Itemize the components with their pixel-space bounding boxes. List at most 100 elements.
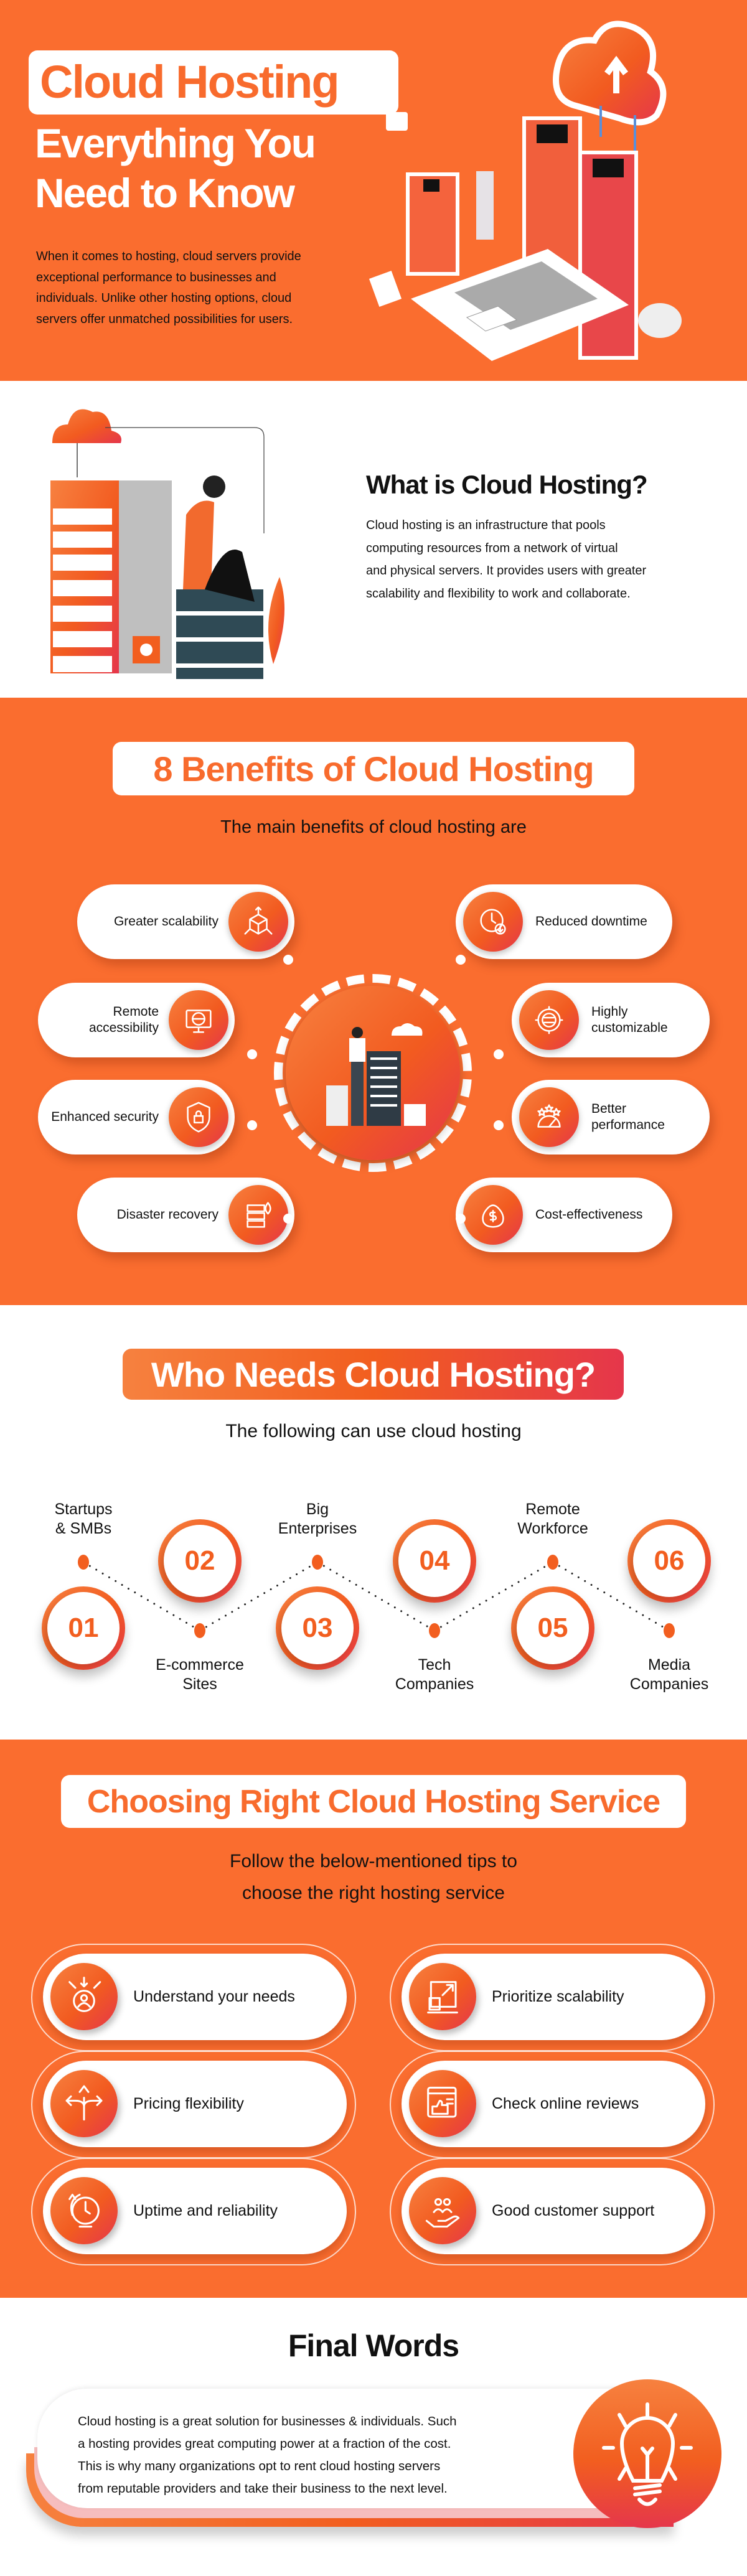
- dotted-connector: [316, 1561, 436, 1632]
- who-label-line: Startups: [54, 1501, 113, 1518]
- benefit-label-text: Cost-effectiveness: [535, 1207, 643, 1222]
- who-dot: [664, 1623, 675, 1638]
- benefit-icon-badge: [228, 1185, 288, 1245]
- who-label-line: Companies: [395, 1675, 474, 1693]
- what-is-line: scalability and flexibility to work and …: [366, 586, 631, 601]
- connector-dot: [247, 1049, 257, 1059]
- chat-bubble-icon: [386, 112, 408, 131]
- disk-icon: [638, 303, 682, 338]
- who-label: Startups & SMBs: [21, 1500, 146, 1539]
- final-line: Cloud hosting is a great solution for bu…: [78, 2414, 457, 2428]
- final-line: from reputable providers and take their …: [78, 2481, 448, 2496]
- hand-people-icon: [425, 2198, 460, 2228]
- who-label-line: & SMBs: [55, 1520, 112, 1538]
- choosing-subheading: Follow the below-mentioned tips to choos…: [0, 1845, 747, 1909]
- connector-dot: [456, 1214, 466, 1224]
- benefit-pill: Highly customizable: [512, 983, 710, 1057]
- hero-section: Cloud Hosting Everything You Need to Kno…: [0, 0, 747, 381]
- benefit-icon-badge: [519, 1087, 579, 1147]
- benefit-label-text: Better performance: [591, 1101, 665, 1132]
- benefit-pill: Remote accessibility: [38, 983, 235, 1057]
- gauge-stars-icon: [537, 1104, 561, 1128]
- benefit-label: Enhanced security: [49, 1080, 159, 1155]
- laptop-icon: [411, 249, 629, 361]
- tip-label: Check online reviews: [492, 2095, 639, 2112]
- who-number: 02: [164, 1525, 236, 1597]
- benefit-label-text: Remote accessibility: [88, 1004, 159, 1035]
- benefit-label-text: Disaster recovery: [116, 1207, 218, 1222]
- what-is-section: What is Cloud Hosting? Cloud hosting is …: [0, 381, 747, 698]
- cloud-upload-icon: [553, 21, 667, 152]
- benefit-icon-badge: [169, 1087, 228, 1147]
- server-admin-illustration: [326, 1023, 426, 1126]
- small-server-icon: [406, 172, 459, 276]
- benefits-section: 8 Benefits of Cloud Hosting The main ben…: [0, 698, 747, 1305]
- benefit-label: Remote accessibility: [49, 983, 159, 1057]
- benefit-pill: Greater scalability: [77, 884, 294, 959]
- tip-label: Good customer support: [492, 2202, 655, 2219]
- what-is-heading: What is Cloud Hosting?: [366, 470, 648, 499]
- who-label-line: Sites: [182, 1675, 217, 1693]
- tip-icon-badge: [409, 1963, 476, 2030]
- final-card: Cloud hosting is a great solution for bu…: [37, 2389, 635, 2508]
- who-number: 06: [633, 1525, 705, 1597]
- globe-monitor-icon: [186, 1009, 212, 1033]
- who-dot: [78, 1555, 89, 1570]
- final-heading: Final Words: [288, 2328, 459, 2363]
- lightbulb-badge: [573, 2379, 721, 2528]
- hero-intro: When it comes to hosting, cloud servers …: [36, 246, 301, 330]
- connector-dot: [283, 955, 293, 965]
- hero-intro-line: When it comes to hosting, cloud servers …: [36, 250, 301, 263]
- connector-dot: [283, 1214, 293, 1224]
- who-label-line: Tech: [418, 1656, 451, 1674]
- hero-subtitle-line2: Need to Know: [35, 170, 295, 216]
- tip-card: Uptime and reliability: [43, 2168, 347, 2254]
- who-label-line: Media: [647, 1656, 691, 1674]
- what-is-line: computing resources from a network of vi…: [366, 541, 618, 555]
- benefit-label-text: Enhanced security: [51, 1109, 159, 1124]
- connector-dot: [456, 955, 466, 965]
- benefit-icon-badge: [463, 1185, 523, 1245]
- who-label-line: Enterprises: [278, 1520, 357, 1538]
- who-number-circle: 05: [511, 1586, 594, 1670]
- benefit-icon-badge: [169, 990, 228, 1050]
- mail-icon: [369, 270, 402, 307]
- who-number-circle: 06: [627, 1519, 711, 1603]
- what-is-line: Cloud hosting is an infrastructure that …: [366, 518, 606, 532]
- benefit-label: Better performance: [591, 1080, 699, 1155]
- who-label-line: Remote: [525, 1501, 580, 1518]
- benefits-hub-circle: [286, 986, 460, 1160]
- choosing-section: Choosing Right Cloud Hosting Service Fol…: [0, 1740, 747, 2298]
- dotted-connector: [433, 1561, 554, 1632]
- who-needs-title-box: Who Needs Cloud Hosting?: [123, 1349, 624, 1400]
- stopwatch-icon: [68, 2193, 100, 2228]
- user-target-icon: [68, 1977, 101, 2012]
- zigzag-connector: [78, 1555, 675, 1638]
- tip-card: Good customer support: [402, 2168, 705, 2254]
- dotted-connector: [199, 1561, 319, 1632]
- who-label-line: Big: [306, 1501, 329, 1518]
- who-number-circle: 04: [393, 1519, 476, 1603]
- who-number-circle: 02: [158, 1519, 242, 1603]
- benefit-label: Cost-effectiveness: [535, 1178, 662, 1252]
- benefit-label: Reduced downtime: [535, 884, 662, 959]
- cube-arrows-icon: [244, 906, 273, 935]
- card-outline: [31, 2158, 356, 2265]
- tip-card: Understand your needs: [43, 1954, 347, 2040]
- choosing-heading: Choosing Right Cloud Hosting Service: [87, 1783, 660, 1820]
- lightbulb-icon: [602, 2402, 693, 2506]
- tip-card: Check online reviews: [402, 2061, 705, 2147]
- tip-icon-badge: [409, 2070, 476, 2137]
- clock-down-icon: [480, 909, 506, 935]
- who-dot: [547, 1555, 558, 1570]
- connector-dot: [247, 1120, 257, 1130]
- reviews-thumb-icon: [427, 2086, 457, 2118]
- what-is-illustration: [50, 409, 284, 679]
- who-number-circle: 03: [276, 1586, 359, 1670]
- split-arrows-icon: [65, 2085, 103, 2121]
- server-stack-icon: [176, 589, 263, 679]
- who-label-line: Companies: [629, 1675, 709, 1693]
